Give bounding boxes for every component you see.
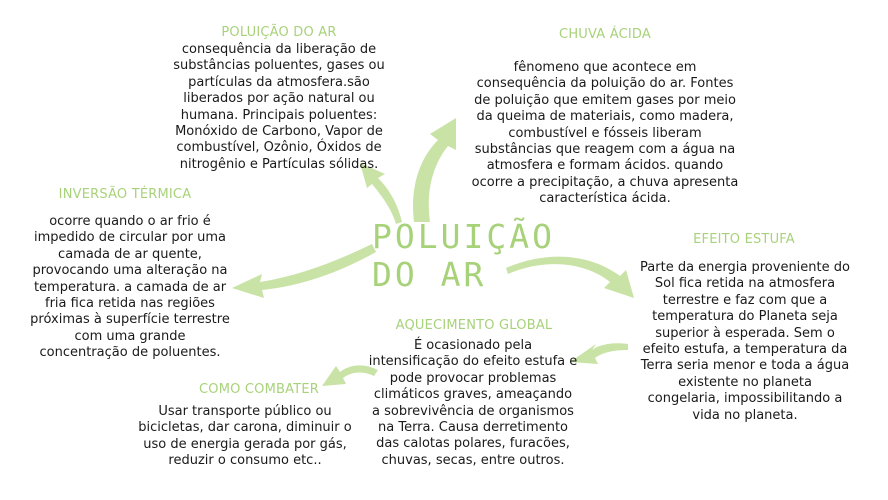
poluicao-do-ar-text: consequência da liberação de substâncias… (173, 42, 385, 172)
inversao-termica-text: ocorre quando o ar frio é impedido de ci… (30, 214, 230, 361)
center-title-line2: DO AR (372, 255, 487, 294)
efeito-estufa-title: EFEITO ESTUFA (693, 232, 795, 247)
center-title-line1: POLUIÇÃO (372, 217, 555, 256)
como-combater-title: COMO COMBATER (198, 382, 319, 397)
inversao-termica-title: INVERSÃO TÉRMICA (58, 187, 192, 202)
arrow-to-efeito-estufa (506, 256, 634, 298)
center-title: POLUIÇÃO DO AR (372, 218, 572, 294)
como-combater-text: Usar transporte público ou bicicletas, d… (138, 404, 352, 469)
efeito-estufa-text: Parte da energia proveniente do Sol fica… (640, 260, 850, 423)
arrow-to-aquecimento-global (570, 343, 628, 364)
poluicao-do-ar-title: POLUIÇÃO DO AR (221, 25, 337, 40)
arrow-to-poluicao-do-ar (360, 163, 402, 224)
arrow-to-chuva-acida (413, 118, 456, 222)
arrow-to-como-combater (322, 365, 378, 386)
chuva-acida-title: CHUVA ÁCIDA (559, 27, 651, 42)
chuva-acida-text: fênomeno que acontece em consequência da… (471, 60, 739, 207)
aquecimento-global-text: É ocasionado pela intensificação do efei… (368, 338, 578, 468)
aquecimento-global-title: AQUECIMENTO GLOBAL (395, 318, 553, 333)
arrow-to-inversao-termica (232, 244, 376, 298)
